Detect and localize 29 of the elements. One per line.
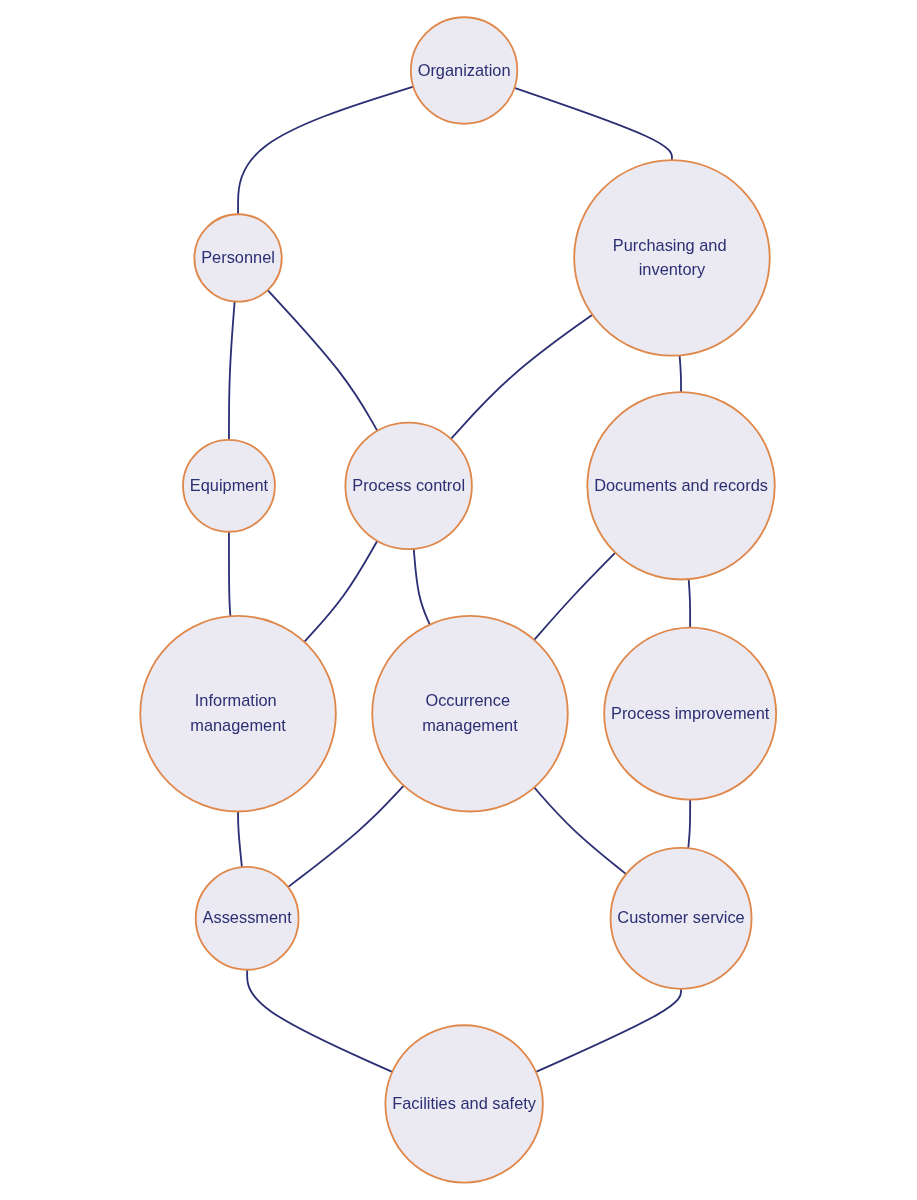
node-circle: Customer service bbox=[609, 846, 753, 990]
node-circle: Personnel bbox=[193, 213, 283, 303]
connector bbox=[413, 547, 432, 626]
node-circle: Occurrence management bbox=[371, 615, 569, 813]
node-circle: Process control bbox=[344, 421, 474, 550]
node-circle: Assessment bbox=[195, 866, 300, 971]
node-circle: Facilities and safety bbox=[384, 1024, 544, 1184]
node-circle: Process improvement bbox=[603, 626, 778, 801]
connector bbox=[533, 551, 617, 641]
node-circle: Documents and records bbox=[586, 391, 776, 581]
connector bbox=[267, 289, 379, 432]
connector bbox=[246, 968, 394, 1073]
connector bbox=[687, 798, 692, 850]
node-circle: Purchasing and inventory bbox=[573, 159, 771, 357]
connector bbox=[228, 530, 232, 618]
connector bbox=[228, 300, 236, 441]
connector bbox=[533, 786, 628, 876]
connector bbox=[287, 784, 405, 889]
connector bbox=[513, 86, 674, 162]
connector bbox=[688, 578, 692, 629]
connector bbox=[679, 354, 683, 393]
node-circle: Equipment bbox=[182, 438, 277, 533]
connector bbox=[303, 539, 379, 643]
connector bbox=[237, 810, 244, 869]
connector bbox=[237, 85, 415, 216]
node-circle: Organization bbox=[410, 16, 519, 125]
connector bbox=[450, 313, 594, 440]
node-circle: Information management bbox=[139, 615, 338, 813]
connector bbox=[535, 988, 683, 1073]
